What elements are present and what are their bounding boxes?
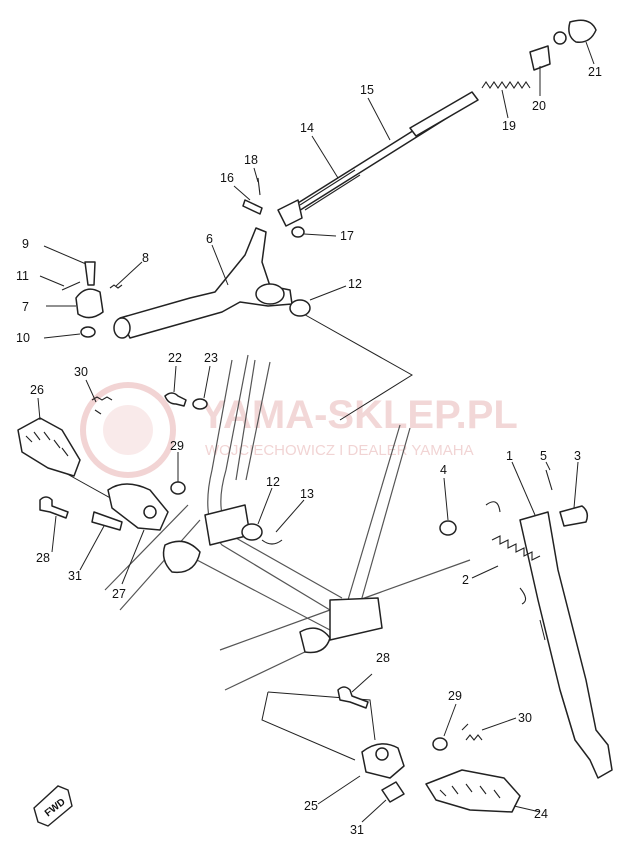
callout-17: 17 <box>340 229 354 243</box>
callout-4: 4 <box>440 463 447 477</box>
right-footrest-assembly <box>337 686 521 813</box>
watermark: YAMA-SKLEP.PL WOJCIECHOWICZ I DEALER YAM… <box>80 382 518 478</box>
seal-12-lower <box>241 523 263 541</box>
spring-2 <box>485 501 541 605</box>
callout-16: 16 <box>220 171 234 185</box>
callout-leaders <box>37 41 595 823</box>
callout-9: 9 <box>22 237 29 251</box>
washer-23 <box>192 398 208 410</box>
spring-30-left <box>91 396 113 415</box>
watermark-title: YAMA-SKLEP.PL <box>200 393 518 437</box>
washer-29-right <box>432 737 448 751</box>
circlip-13 <box>261 539 283 545</box>
callout-12-lower: 12 <box>266 475 280 489</box>
callout-7: 7 <box>22 300 29 314</box>
callout-23: 23 <box>204 351 218 365</box>
callout-28-right: 28 <box>376 651 390 665</box>
callout-5: 5 <box>540 449 547 463</box>
pin-16 <box>242 199 263 215</box>
left-footrest-assembly <box>17 392 283 545</box>
washer-10 <box>80 326 96 338</box>
callout-30-right: 30 <box>518 711 532 725</box>
sidestand <box>519 511 613 779</box>
brake-pedal-assembly <box>61 177 311 339</box>
callout-26: 26 <box>30 383 44 397</box>
footrest-26 <box>17 417 81 477</box>
callout-31-left: 31 <box>68 569 82 583</box>
pin-22 <box>164 392 187 407</box>
callout-6: 6 <box>206 232 213 246</box>
callout-30-left: 30 <box>74 365 88 379</box>
oil-seal-12 <box>289 299 311 317</box>
callout-8: 8 <box>142 251 149 265</box>
callout-29-right: 29 <box>448 689 462 703</box>
footrest-bracket <box>107 483 169 531</box>
pedal-tip-7 <box>75 288 104 319</box>
callout-22: 22 <box>168 351 182 365</box>
callout-1: 1 <box>506 449 513 463</box>
pedal-eye <box>113 317 131 339</box>
fwd-badge: FWD <box>33 785 73 827</box>
callouts: 1 2 3 4 5 6 7 8 9 10 11 12 12 13 14 15 1… <box>16 65 602 837</box>
footrest-24 <box>425 769 521 813</box>
callout-25: 25 <box>304 799 318 813</box>
frame-outline <box>104 354 471 691</box>
bolt-31-left <box>91 511 123 531</box>
reference-lines <box>59 311 546 761</box>
callout-20: 20 <box>532 99 546 113</box>
spring-30-right <box>461 723 483 741</box>
cotter-pin-18 <box>257 177 261 196</box>
watermark-logo <box>80 382 176 478</box>
callout-14: 14 <box>300 121 314 135</box>
bolt-28-left <box>39 496 69 519</box>
callout-3: 3 <box>574 449 581 463</box>
watermark-subtitle: WOJCIECHOWICZ I DEALER YAMAHA <box>205 442 474 459</box>
callout-19: 19 <box>502 119 516 133</box>
sidestand-assembly <box>439 469 613 779</box>
callout-21: 21 <box>588 65 602 79</box>
callout-28-left: 28 <box>36 551 50 565</box>
callout-13: 13 <box>300 487 314 501</box>
footrest-bracket-right <box>361 743 405 779</box>
washer-17 <box>291 226 305 238</box>
callout-18: 18 <box>244 153 258 167</box>
washer-29-left <box>170 481 186 495</box>
callout-15: 15 <box>360 83 374 97</box>
adjusting-nut <box>568 19 597 43</box>
callout-10: 10 <box>16 331 30 345</box>
callout-24: 24 <box>534 807 548 821</box>
spring-8 <box>109 284 123 289</box>
callout-12-upper: 12 <box>348 277 362 291</box>
brake-rod-end <box>409 91 479 137</box>
bolt-9 <box>84 261 96 286</box>
callout-29-left: 29 <box>170 439 184 453</box>
pin-5 <box>545 469 553 491</box>
bolt-3 <box>559 505 589 527</box>
callout-31-right: 31 <box>350 823 364 837</box>
brake-rod-assembly <box>289 19 597 215</box>
rod-adjuster <box>529 45 551 71</box>
callout-27: 27 <box>112 587 126 601</box>
nut-4 <box>439 520 457 536</box>
brake-spring <box>481 81 531 89</box>
bolt-28-right <box>337 686 369 709</box>
callout-2: 2 <box>462 573 469 587</box>
pedal-clevis <box>277 199 303 227</box>
pin-11 <box>61 281 81 291</box>
callout-11: 11 <box>16 269 29 283</box>
fwd-arrow-icon <box>33 785 73 827</box>
bolt-31-right <box>381 781 405 803</box>
